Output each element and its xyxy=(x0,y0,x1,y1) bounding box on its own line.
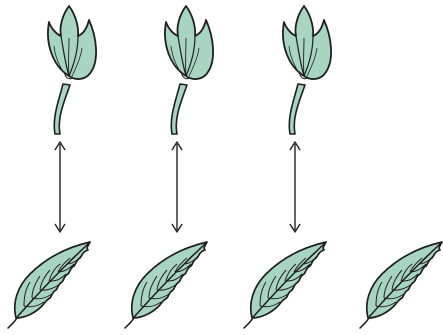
tulip-icon xyxy=(283,6,331,134)
double-arrow-icon xyxy=(172,142,182,232)
leaf-icon xyxy=(125,242,207,328)
leaf-icon xyxy=(244,242,326,328)
tulip-icon xyxy=(48,6,96,134)
double-arrow-icon xyxy=(290,142,300,232)
leaf-icon xyxy=(360,242,442,328)
leaf-icon xyxy=(8,242,90,328)
tulip-icon xyxy=(165,6,213,134)
double-arrow-icon xyxy=(55,142,65,232)
